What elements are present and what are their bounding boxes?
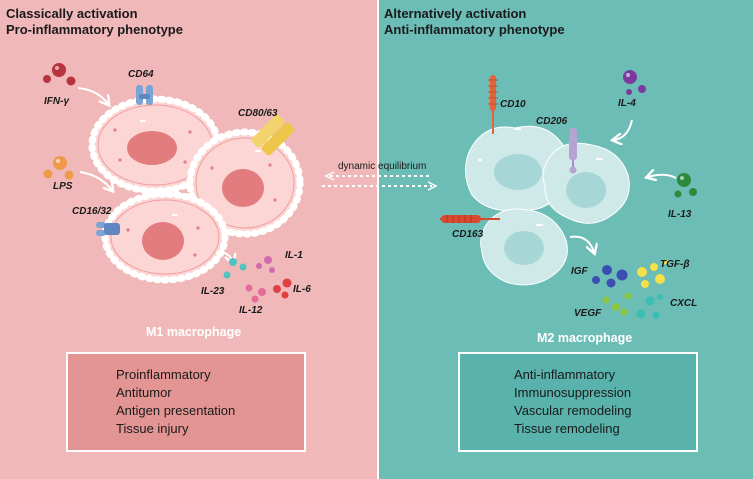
m1-macrophage-cell-3-icon [101,190,229,284]
il-13-label: IL-13 [668,209,692,220]
il-23-molecule-icon [223,258,247,279]
m1-function-item: Proinflammatory [116,367,211,382]
il-4-label: IL-4 [618,98,636,109]
m2-title-line1: Alternatively activation [384,6,527,21]
il-1-label: IL-1 [285,250,303,261]
il-6-label: IL-6 [293,284,311,295]
vegf-molecule-icon [602,292,632,316]
m2-function-item: Tissue remodeling [514,421,620,436]
m2-function-item: Anti-inflammatory [514,367,616,382]
ifn-gamma-molecule-icon [43,63,76,86]
m1-title-line1: Classically activation [6,6,138,21]
m1-heading: Classically activation Pro-inflammatory … [6,6,183,38]
il-13-arrow-icon [648,175,677,178]
il-6-molecule-icon [273,278,292,299]
m2-functions-box: Anti-inflammatory Immunosuppression Vasc… [458,352,698,452]
cd10-receptor-icon [488,75,498,134]
cd80-63-receptor-icon [251,114,295,156]
ifn-gamma-label: IFN-γ [44,96,69,107]
m1-title-line2: Pro-inflammatory phenotype [6,22,183,37]
il-12-molecule-icon [245,284,266,303]
cd10-label: CD10 [500,99,526,110]
m2-macrophage-cell-1-icon [465,125,571,212]
cd16-32-label: CD16/32 [72,206,112,217]
lps-molecule-icon [43,156,74,180]
lps-label: LPS [53,181,73,192]
vegf-label: VEGF [574,308,602,319]
ifn-arrow-icon [77,87,108,104]
m1-functions-box: Proinflammatory Antitumor Antigen presen… [66,352,306,452]
il-4-arrow-icon [614,119,633,140]
il-12-label: IL-12 [239,305,263,316]
cxcl-molecule-icon [636,294,663,319]
m2-release-arrow-icon [569,235,594,252]
m1-functions-list: Proinflammatory Antitumor Antigen presen… [68,354,304,438]
cd163-label: CD163 [452,229,484,240]
il-4-molecule-icon [623,70,646,95]
m1-macrophage-label: M1 macrophage [146,325,242,339]
m2-heading: Alternatively activation Anti-inflammato… [384,6,565,38]
m1-function-item: Tissue injury [116,421,189,436]
igf-molecule-icon [592,265,628,288]
m1-function-item: Antitumor [116,385,172,400]
il-13-molecule-icon [674,173,697,198]
igf-label: IGF [571,266,588,277]
il-23-label: IL-23 [201,286,225,297]
cd163-receptor-icon [440,215,500,223]
tgf-beta-label: TGF-β [660,259,690,270]
cd64-receptor-icon [136,85,153,105]
m2-macrophage-cell-3-icon [480,208,568,286]
cxcl-label: CXCL [670,298,698,309]
m2-function-item: Vascular remodeling [514,403,632,418]
cd206-receptor-icon [569,128,577,174]
m1-macrophage-cell-2-icon [186,128,304,238]
tgf-beta-molecule-icon [637,259,669,288]
dynamic-equilibrium-arrows-icon [322,171,438,191]
m2-title-line2: Anti-inflammatory phenotype [384,22,565,37]
lps-arrow-icon [79,171,112,190]
m2-macrophage-cell-2-icon [542,142,630,224]
m2-macrophage-label: M2 macrophage [537,331,633,345]
il-1-molecule-icon [256,256,275,273]
cd16-32-receptor-icon [96,222,120,236]
m1-function-item: Antigen presentation [116,403,236,418]
cd64-label: CD64 [128,69,154,80]
cd206-label: CD206 [536,116,568,127]
dynamic-equilibrium-label: dynamic equilibrium [338,161,427,172]
cd80-63-label: CD80/63 [238,108,278,119]
m2-functions-list: Anti-inflammatory Immunosuppression Vasc… [460,354,696,438]
m2-function-item: Immunosuppression [514,385,632,400]
